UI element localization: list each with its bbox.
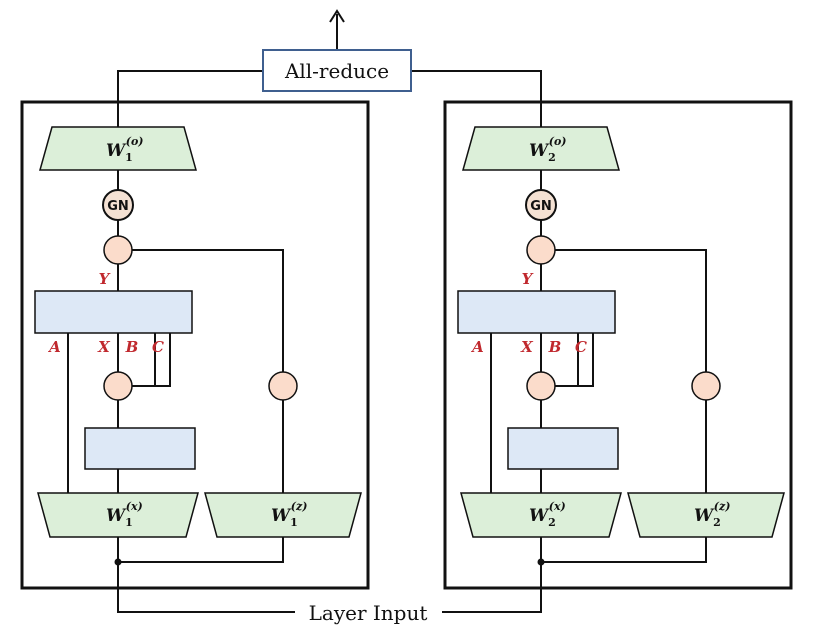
device-2-to-allreduce-line (411, 70, 542, 127)
d2-x-proj-trapezoid (460, 492, 622, 538)
d1-var-a: A (47, 338, 61, 356)
d2-z-activation-circle (691, 371, 721, 401)
device-2-frame (443, 100, 793, 590)
d1-group-norm-circle (102, 189, 134, 221)
d2-gate-multiply-circle (526, 235, 556, 265)
d2-z-proj-trapezoid (627, 492, 785, 538)
d1-gate-multiply-circle (103, 235, 133, 265)
d2-var-b: B (548, 338, 562, 356)
d2-x-multiply-circle (526, 371, 556, 401)
d1-line-gate-to-mult (132, 249, 284, 372)
d2-z-proj-label: W2(z) (694, 500, 730, 529)
d1-x-proj-label: W1(x) (106, 500, 143, 529)
input-to-device-2-line (442, 537, 542, 613)
allreduce-box: All-reduce (262, 49, 412, 92)
d1-group-norm-label: GN (107, 199, 129, 214)
d1-out-proj-label: W1(o) (106, 135, 144, 164)
d2-ssm-block (457, 290, 616, 334)
d1-conv-block (84, 427, 196, 470)
d2-var-y: Y (522, 270, 534, 288)
d1-junction-dot (114, 558, 122, 566)
d1-var-x: X (97, 338, 111, 356)
d1-line-split-z (118, 537, 284, 563)
d1-var-y: Y (99, 270, 111, 288)
device-2-panel: W2(o) GN Y A X B C W2(x) W2(z) (443, 100, 793, 590)
input-to-device-1-line (117, 537, 295, 613)
d2-var-c: C (575, 338, 587, 356)
d2-line-c (555, 333, 594, 387)
d2-group-norm-label: GN (530, 199, 552, 214)
d2-out-proj-label: W2(o) (529, 135, 567, 164)
d1-x-multiply-circle (103, 371, 133, 401)
d2-var-x: X (520, 338, 534, 356)
d2-out-proj-trapezoid (462, 126, 620, 171)
d2-var-a: A (470, 338, 484, 356)
d1-x-proj-trapezoid (37, 492, 199, 538)
d1-line-c (132, 333, 171, 387)
d1-ssm-block (34, 290, 193, 334)
d2-line-split-z (541, 537, 707, 563)
d2-group-norm-circle (525, 189, 557, 221)
allreduce-label: All-reduce (284, 59, 389, 83)
d1-z-proj-label: W1(z) (271, 500, 307, 529)
d1-z-activation-circle (268, 371, 298, 401)
d2-conv-block (507, 427, 619, 470)
d1-var-b: B (125, 338, 139, 356)
output-arrow-head (329, 9, 345, 23)
device-1-panel: W1(o) GN Y A X B C W1(x) W1(z) (20, 100, 370, 590)
d2-junction-dot (537, 558, 545, 566)
d1-z-proj-trapezoid (204, 492, 362, 538)
layer-input-label: Layer Input (309, 601, 428, 625)
device-1-frame (20, 100, 370, 590)
d1-out-proj-trapezoid (39, 126, 197, 171)
d1-var-c: C (152, 338, 164, 356)
device-1-to-allreduce-line (117, 70, 263, 127)
d2-x-proj-label: W2(x) (529, 500, 566, 529)
d2-line-gate-to-mult (555, 249, 707, 372)
